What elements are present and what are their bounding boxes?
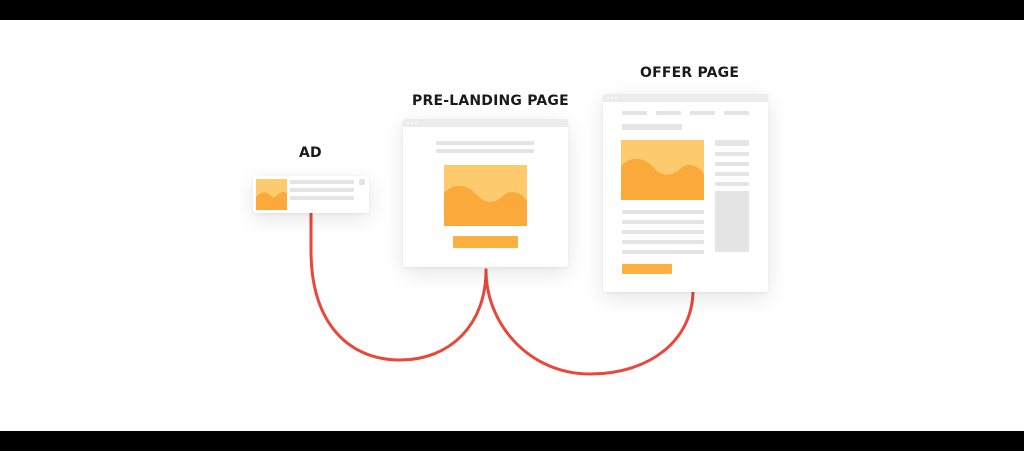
nav-line xyxy=(622,111,647,115)
close-icon xyxy=(359,179,365,185)
image-icon xyxy=(444,165,527,226)
ad-card xyxy=(253,176,369,213)
image-icon xyxy=(621,140,704,200)
ad-label: AD xyxy=(299,145,322,161)
sidebar-line xyxy=(715,182,749,186)
title-line xyxy=(622,124,682,130)
image-icon xyxy=(256,179,287,210)
pre-landing-page-card xyxy=(403,119,568,267)
pre-landing-label: PRE-LANDING PAGE xyxy=(412,93,569,109)
body-line xyxy=(622,230,704,234)
connector-prelanding-to-offer xyxy=(484,268,695,376)
body-line xyxy=(622,240,704,244)
offer-page-label: OFFER PAGE xyxy=(640,65,740,81)
ad-text-line xyxy=(290,180,354,184)
window-dots-icon xyxy=(607,97,609,99)
nav-line xyxy=(724,111,749,115)
browser-bar xyxy=(603,94,768,102)
connector-ad-to-prelanding xyxy=(309,211,488,362)
sidebar-line xyxy=(715,162,749,166)
offer-page-card xyxy=(603,94,768,292)
diagram-canvas: AD PRE-LANDING PAGE OFFER PAGE xyxy=(0,20,1024,431)
headline-line xyxy=(436,141,534,145)
window-dots-icon xyxy=(407,122,409,124)
cta-button xyxy=(622,264,672,274)
body-line xyxy=(622,250,704,254)
body-line xyxy=(622,210,704,214)
nav-line xyxy=(690,111,715,115)
sidebar-line xyxy=(715,172,749,176)
ad-text-line xyxy=(290,188,354,192)
headline-line xyxy=(436,149,534,153)
nav-line xyxy=(656,111,681,115)
ad-text-line xyxy=(290,196,354,200)
browser-bar xyxy=(403,119,568,127)
sidebar-line xyxy=(715,140,749,146)
cta-button xyxy=(453,236,518,248)
sidebar-block xyxy=(715,191,749,252)
flow-connectors xyxy=(309,211,695,376)
body-line xyxy=(622,220,704,224)
sidebar-line xyxy=(715,152,749,156)
